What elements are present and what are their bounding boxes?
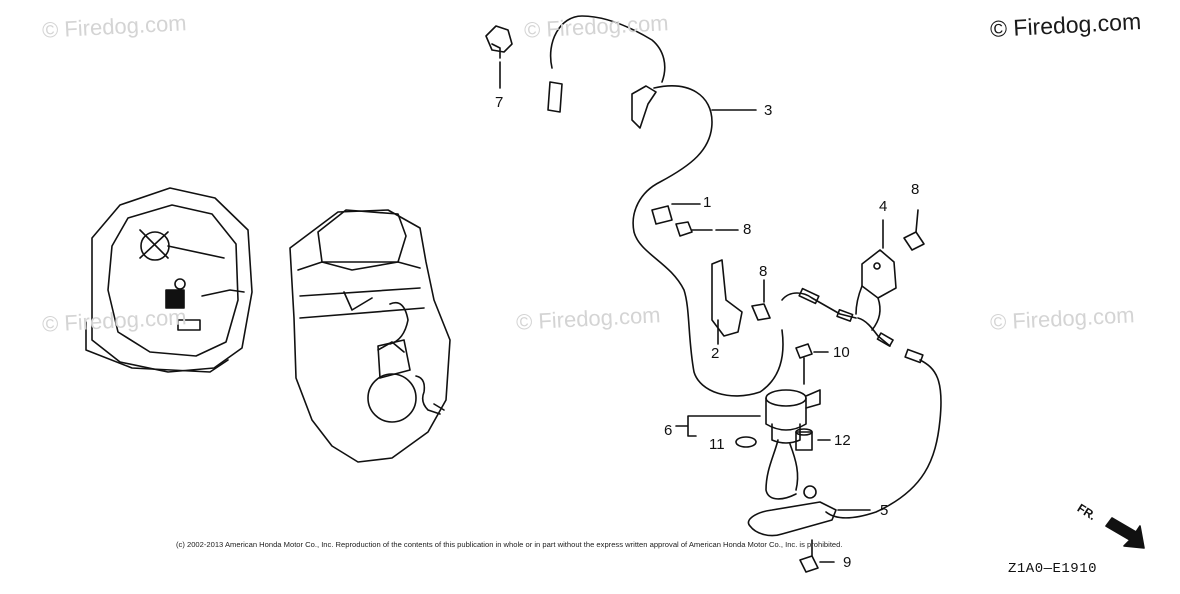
callout-5: 5 xyxy=(880,502,889,519)
part-1-clamp xyxy=(651,203,701,225)
part-8-bolt-upper xyxy=(675,221,739,237)
part-2-stay xyxy=(711,259,743,345)
diagram-code: Z1A0—E1910 xyxy=(1008,561,1098,577)
callout-11: 11 xyxy=(709,436,725,453)
part-7-clip xyxy=(485,25,513,89)
callout-9: 9 xyxy=(843,554,852,571)
part-8-bolt-middle xyxy=(751,279,771,321)
callout-10: 10 xyxy=(833,344,850,361)
callout-8-middle: 8 xyxy=(759,263,768,280)
part-3-wire-harness xyxy=(547,15,784,397)
part-9-bolt xyxy=(799,539,835,573)
callout-8-right: 8 xyxy=(911,181,920,198)
part-5-ground-plate xyxy=(747,485,871,537)
callout-4: 4 xyxy=(879,198,888,215)
callout-1: 1 xyxy=(703,194,712,211)
part-11-o-ring xyxy=(735,436,757,448)
callout-7: 7 xyxy=(495,94,504,111)
part-4-control-module xyxy=(855,219,897,331)
engine-fan-housing-illustration xyxy=(85,187,253,373)
front-direction-arrow-icon xyxy=(1105,517,1145,549)
callout-6: 6 xyxy=(664,422,673,439)
callout-3: 3 xyxy=(764,102,773,119)
part-12-collar xyxy=(795,428,831,451)
part-8-bolt-right xyxy=(903,209,925,251)
engine-cylinder-block-illustration xyxy=(289,209,451,463)
part-6-solenoid xyxy=(675,389,821,500)
callout-2: 2 xyxy=(711,345,720,362)
callout-8-upper: 8 xyxy=(743,221,752,238)
part-10-bolt xyxy=(795,343,829,385)
callout-12: 12 xyxy=(834,432,851,449)
connector-wire xyxy=(781,287,942,519)
copyright-notice: (c) 2002-2013 American Honda Motor Co., … xyxy=(176,540,843,549)
